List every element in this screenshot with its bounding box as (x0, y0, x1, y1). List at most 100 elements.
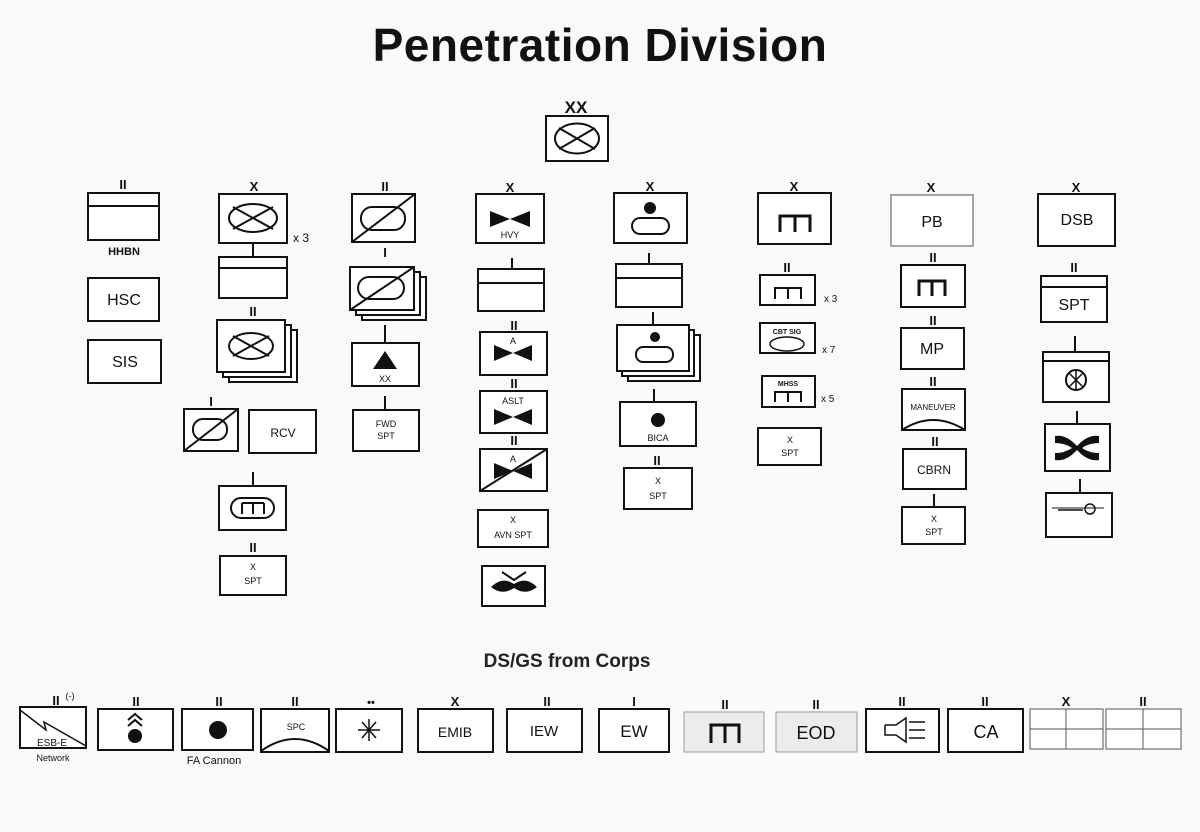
svg-text:XX: XX (379, 374, 391, 384)
svg-text:I: I (383, 245, 387, 260)
pb-label: PB (921, 214, 942, 231)
corps-unit-ew: I EW (598, 694, 670, 753)
cbrn-label: CBRN (917, 463, 951, 477)
svg-text:ESB-E: ESB-E (37, 738, 67, 749)
svg-text:A: A (510, 336, 516, 346)
abct-multiplier: x 3 (293, 231, 309, 245)
svg-text:II: II (215, 694, 222, 709)
corps-unit-5: •• (335, 697, 403, 753)
sis-label: SIS (112, 354, 138, 371)
svg-text:SPC: SPC (287, 722, 306, 732)
svg-text:II: II (510, 433, 517, 448)
svg-text:X: X (250, 179, 259, 194)
column-signal: X II x 3 CBT SIG x 7 MHSS x 5 X SPT (757, 179, 838, 466)
svg-text:X: X (787, 435, 793, 445)
svg-text:X: X (931, 514, 937, 524)
svg-text:(-): (-) (66, 691, 75, 701)
column-armored-bct: X x 3 II I RCV II X SPT (183, 179, 317, 596)
svg-text:II: II (132, 694, 139, 709)
svg-text:FA Cannon: FA Cannon (187, 755, 241, 767)
svg-text:SPT: SPT (244, 576, 262, 586)
svg-text:FWD: FWD (376, 419, 397, 429)
svg-text:II: II (653, 453, 660, 468)
corps-unit-13: X (1029, 694, 1104, 750)
svg-text:II: II (1139, 694, 1146, 709)
svg-text:II: II (929, 250, 936, 265)
svg-text:II: II (721, 697, 728, 712)
svg-text:II: II (510, 376, 517, 391)
svg-text:MHSS: MHSS (778, 381, 799, 388)
fwd-spt-label: SPT (377, 431, 395, 441)
corps-unit-eod: II EOD (775, 697, 858, 753)
corps-unit-esb-e: II (-) ESB-E Network (19, 691, 87, 763)
column-headquarters: II HHBN HSC SIS (87, 177, 162, 384)
svg-text:II: II (119, 177, 126, 192)
svg-text:II: II (249, 540, 256, 555)
spt-label: SPT (1058, 297, 1089, 314)
column-fires: X BICA II X SPT (613, 179, 701, 510)
svg-text:A: A (510, 454, 516, 464)
svg-text:SPT: SPT (781, 448, 799, 458)
corps-unit-2: II (97, 694, 174, 751)
corps-unit-spc: II SPC (260, 694, 330, 753)
svg-text:II: II (929, 374, 936, 389)
svg-text:X: X (655, 476, 661, 486)
mp-label: MP (920, 341, 944, 358)
svg-text:II: II (929, 313, 936, 328)
corps-unit-iew: II IEW (506, 694, 583, 753)
corps-units-row: II (-) ESB-E Network II II FA Cannon II … (19, 691, 1182, 767)
maneuver-label: MANEUVER (910, 403, 956, 412)
corps-unit-ca: II CA (947, 694, 1024, 753)
svg-text:II: II (898, 694, 905, 709)
svg-text:II: II (543, 694, 550, 709)
svg-text:EMIB: EMIB (438, 724, 472, 740)
svg-text:X: X (1062, 694, 1071, 709)
column-stryker-bct: II I XX FWD SPT (349, 179, 427, 452)
corps-unit-14: II (1105, 694, 1182, 750)
division-hq: XX (545, 98, 609, 162)
hhbn-label: HHBN (108, 246, 140, 258)
svg-text:X: X (250, 562, 256, 572)
corps-section-title: DS/GS from Corps (483, 651, 651, 672)
corps-unit-emib: X EMIB (417, 694, 494, 753)
svg-text:EW: EW (620, 722, 647, 741)
svg-text:II: II (931, 434, 938, 449)
svg-text:X: X (646, 179, 655, 194)
svg-text:IEW: IEW (530, 723, 559, 740)
svg-text:II: II (981, 694, 988, 709)
svg-text:I: I (632, 694, 636, 709)
corps-unit-11: II (865, 694, 940, 753)
multiplier-b: x 7 (822, 345, 836, 356)
svg-text:II: II (381, 179, 388, 194)
svg-text:SPT: SPT (649, 491, 667, 501)
svg-text:EOD: EOD (796, 723, 835, 743)
svg-text:I: I (209, 394, 213, 409)
svg-text:X: X (510, 515, 516, 525)
page-title: Penetration Division (372, 19, 828, 71)
column-aviation: X HVY II A II ASLT II A X AVN SPT (475, 180, 549, 607)
svg-text:II: II (510, 318, 517, 333)
svg-text:X: X (1072, 180, 1081, 195)
hsc-label: HSC (107, 292, 141, 309)
hvy-label: HVY (501, 230, 520, 240)
svg-text:II: II (1070, 260, 1077, 275)
svg-text:X: X (451, 694, 460, 709)
svg-text:••: •• (367, 697, 375, 709)
svg-text:Network: Network (36, 753, 70, 763)
column-protection: X PB II II MP II MANEUVER II CBRN X SPT (890, 180, 974, 545)
svg-text:SPT: SPT (925, 527, 943, 537)
svg-text:CA: CA (973, 722, 998, 742)
aslt-label: ASLT (502, 396, 524, 406)
dsb-label: DSB (1061, 212, 1094, 229)
corps-unit-fa-cannon: II FA Cannon (181, 694, 254, 767)
svg-text:X: X (506, 180, 515, 195)
svg-text:II: II (291, 694, 298, 709)
corps-unit-9: II (683, 697, 765, 753)
svg-text:II: II (52, 693, 59, 708)
svg-text:II: II (783, 260, 790, 275)
svg-text:X: X (790, 179, 799, 194)
multiplier-a: x 3 (824, 294, 838, 305)
rcv-label: RCV (270, 426, 295, 440)
column-sustainment: X DSB II SPT (1037, 180, 1116, 538)
